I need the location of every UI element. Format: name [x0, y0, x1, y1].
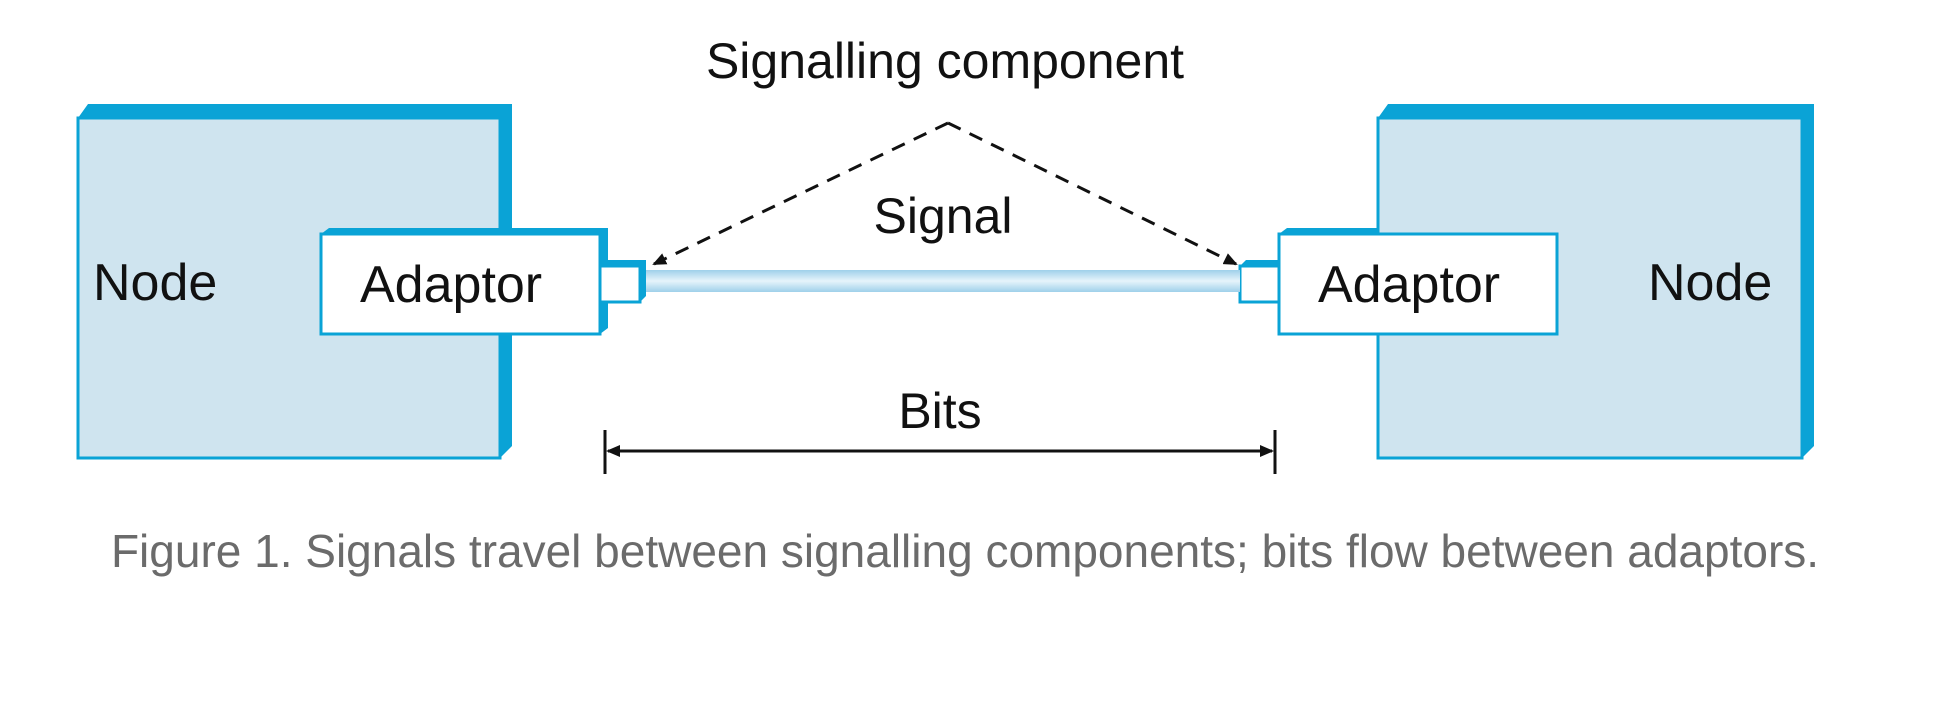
signalling-component-label: Signalling component: [706, 33, 1184, 89]
adaptor-right: Adaptor: [1277, 228, 1559, 336]
connector-right: [1238, 260, 1281, 304]
signal-label: Signal: [874, 188, 1013, 244]
node-right: Node: [1376, 104, 1814, 460]
dashed-arrow-right: [947, 121, 1238, 266]
node-right-label: Node: [1648, 254, 1772, 312]
adaptor-left: Adaptor: [319, 228, 608, 336]
dashed-arrow-left: [652, 121, 949, 266]
signal-link: [646, 270, 1240, 292]
adaptor-left-label: Adaptor: [360, 256, 542, 314]
network-diagram: Node Node Adaptor Adaptor Signalling com…: [76, 33, 1814, 474]
figure-caption: Figure 1. Signals travel between signall…: [110, 525, 1820, 577]
connector-left: [598, 260, 646, 304]
bits-dimension: [603, 430, 1277, 474]
node-left-label: Node: [93, 254, 217, 312]
adaptor-right-label: Adaptor: [1318, 256, 1500, 314]
bits-label: Bits: [898, 383, 981, 439]
